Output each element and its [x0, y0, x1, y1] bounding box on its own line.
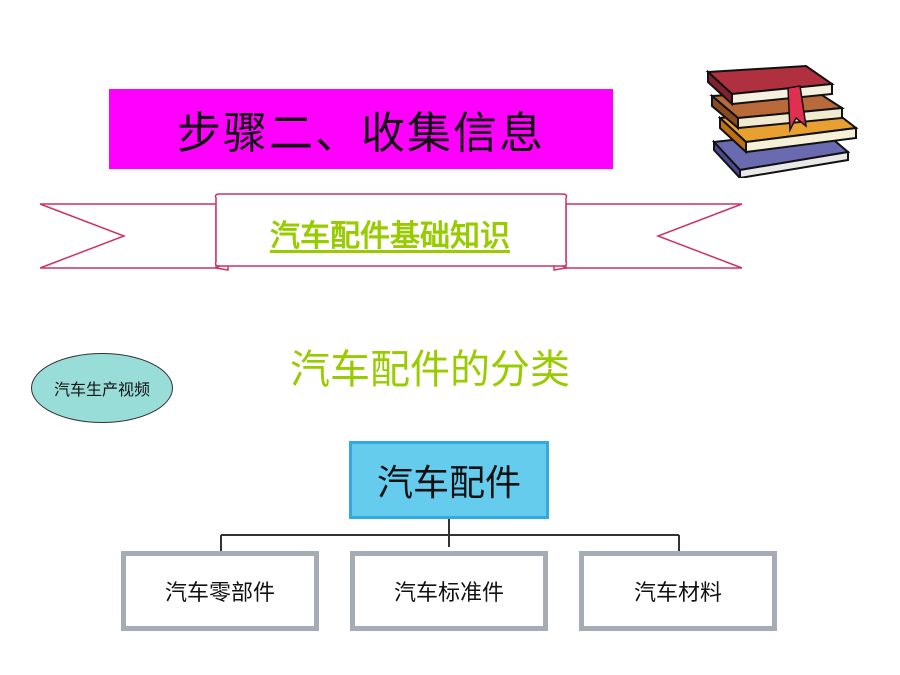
tree-child-label: 汽车零部件	[164, 581, 275, 606]
section-subtitle: 汽车配件的分类	[290, 347, 570, 393]
video-button[interactable]: 汽车生产视频	[31, 353, 173, 423]
tree-child-node: 汽车零部件	[121, 551, 319, 631]
tree-child-node: 汽车材料	[579, 551, 777, 631]
title-banner: 步骤二、收集信息	[109, 89, 613, 169]
tree-child-node: 汽车标准件	[350, 551, 548, 631]
page-title: 步骤二、收集信息	[177, 108, 545, 159]
tree-child-label: 汽车材料	[633, 581, 722, 606]
video-button-label: 汽车生产视频	[53, 380, 150, 399]
ribbon-banner	[39, 193, 743, 271]
ribbon-text: 汽车配件基础知识	[270, 219, 510, 254]
tree-root-label: 汽车配件	[376, 463, 521, 504]
books-stack-icon	[705, 64, 859, 178]
tree-child-label: 汽车标准件	[393, 581, 504, 606]
tree-root-node: 汽车配件	[349, 441, 549, 519]
